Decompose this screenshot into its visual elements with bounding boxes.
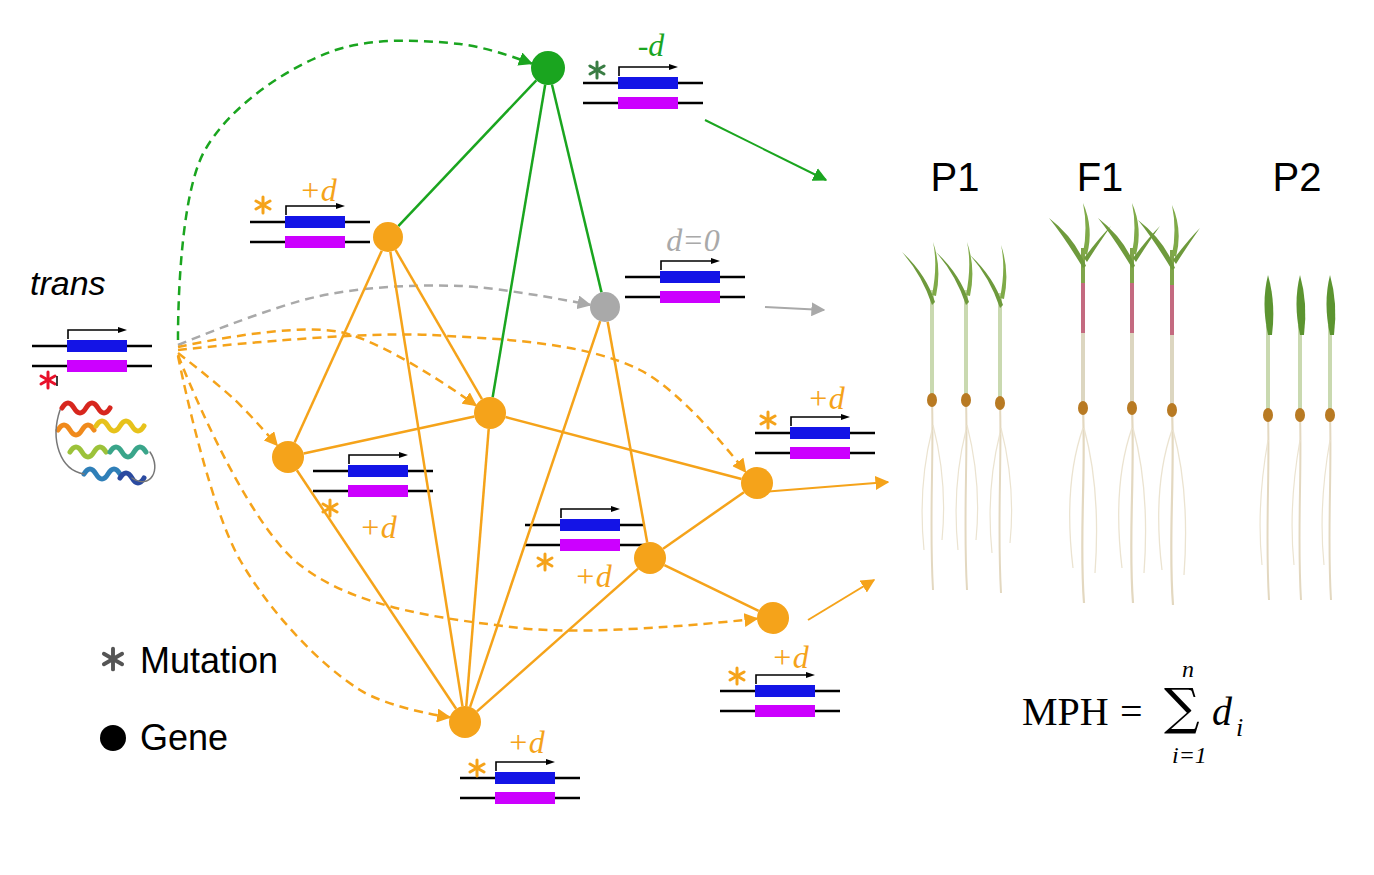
gene-drawing [755, 414, 875, 459]
mutation-asterisk [761, 412, 775, 428]
gene-drawings [32, 64, 875, 804]
generation-label: P1 [931, 155, 980, 199]
regulation-arrow [178, 334, 745, 471]
mutation-asterisks [41, 62, 775, 776]
gene-drawing [313, 452, 433, 497]
mutation-tick [56, 376, 58, 386]
network-link [477, 569, 638, 712]
network-link [493, 85, 546, 397]
mutation-asterisk [590, 62, 604, 78]
regulation-arrow [178, 353, 277, 445]
regulation-arrow [178, 356, 450, 717]
dominance-label: +d [507, 726, 545, 758]
formula-subscript: i [1236, 714, 1243, 743]
gene-node [474, 397, 506, 429]
legend-text: Gene [140, 717, 228, 759]
gene-node: +d [757, 602, 789, 634]
dominance-label: +d [807, 382, 845, 414]
network-link [297, 470, 456, 708]
factor-label: trans [30, 264, 106, 303]
seedling [936, 242, 978, 590]
dominance-label: -d [638, 29, 665, 61]
gene-drawing [460, 759, 580, 804]
seedling [902, 242, 944, 590]
network-link [552, 85, 602, 293]
seedling [1138, 205, 1200, 605]
network-link [664, 565, 758, 611]
seedling [970, 245, 1012, 593]
gene-node: +d [741, 467, 773, 499]
output-arrow [765, 307, 824, 310]
gene-node: -d [531, 51, 565, 85]
regulation-arrow [178, 330, 476, 406]
seedling [1292, 275, 1305, 600]
network-link [295, 251, 382, 443]
formula-limit: i=1 [1172, 742, 1207, 768]
gene-node: +d [634, 542, 666, 574]
regulation-arrow [178, 41, 532, 340]
mutation-asterisk [538, 554, 552, 570]
network-link [470, 321, 600, 707]
protein-structure [56, 403, 155, 483]
generation-label: P2 [1273, 155, 1322, 199]
seedling [1322, 275, 1335, 600]
gene-node: +d [449, 706, 481, 738]
regulation-arrow [178, 355, 757, 631]
formula-symbol: ∑ [1164, 680, 1200, 735]
mutation-asterisk [41, 372, 55, 388]
formula-term: MPH [1022, 690, 1109, 734]
seedling-photos [902, 203, 1335, 605]
legend-entry: Mutation [96, 640, 278, 682]
formula-limit: n [1182, 656, 1194, 682]
network-link [396, 250, 482, 399]
gene-drawing [625, 258, 745, 303]
dominance-label: +d [574, 560, 612, 592]
legend-swatch [96, 644, 130, 678]
legend-text: Mutation [140, 640, 278, 682]
output-arrow [705, 120, 826, 180]
dominance-label: +d [359, 511, 397, 543]
network-link [304, 416, 475, 453]
mutation-asterisk [256, 197, 270, 213]
network-link [663, 492, 744, 549]
seedling [1098, 203, 1160, 603]
network-link [398, 80, 536, 226]
network-link [390, 252, 462, 706]
output-arrow [762, 482, 888, 492]
gene-drawing [525, 506, 645, 551]
mutation-asterisk [730, 668, 744, 684]
network-link [505, 417, 741, 479]
generation-label: F1 [1077, 155, 1124, 199]
dot-symbol [100, 725, 126, 751]
legend-swatch [96, 721, 130, 755]
dominance-label: +d [771, 641, 809, 673]
trans-factor-box: trans [28, 262, 178, 502]
dominance-label: +d [299, 174, 337, 206]
seedling [1260, 275, 1273, 600]
seedling [1049, 203, 1111, 603]
dominance-label: d=0 [666, 224, 720, 256]
asterisk-symbol [104, 649, 122, 670]
gene-node: +d [272, 441, 304, 473]
legend-entry: Gene [96, 717, 228, 759]
gene-drawing [250, 203, 370, 248]
phenotype-arrows [705, 120, 888, 620]
network-link [608, 322, 648, 542]
gene-node: d=0 [590, 292, 620, 322]
formula-term: d [1212, 690, 1232, 734]
gene-drawing [32, 327, 152, 372]
mutation-asterisk [470, 760, 484, 776]
formula-symbol: = [1120, 690, 1143, 734]
output-arrow [808, 580, 874, 620]
gene-node: +d [373, 222, 403, 252]
